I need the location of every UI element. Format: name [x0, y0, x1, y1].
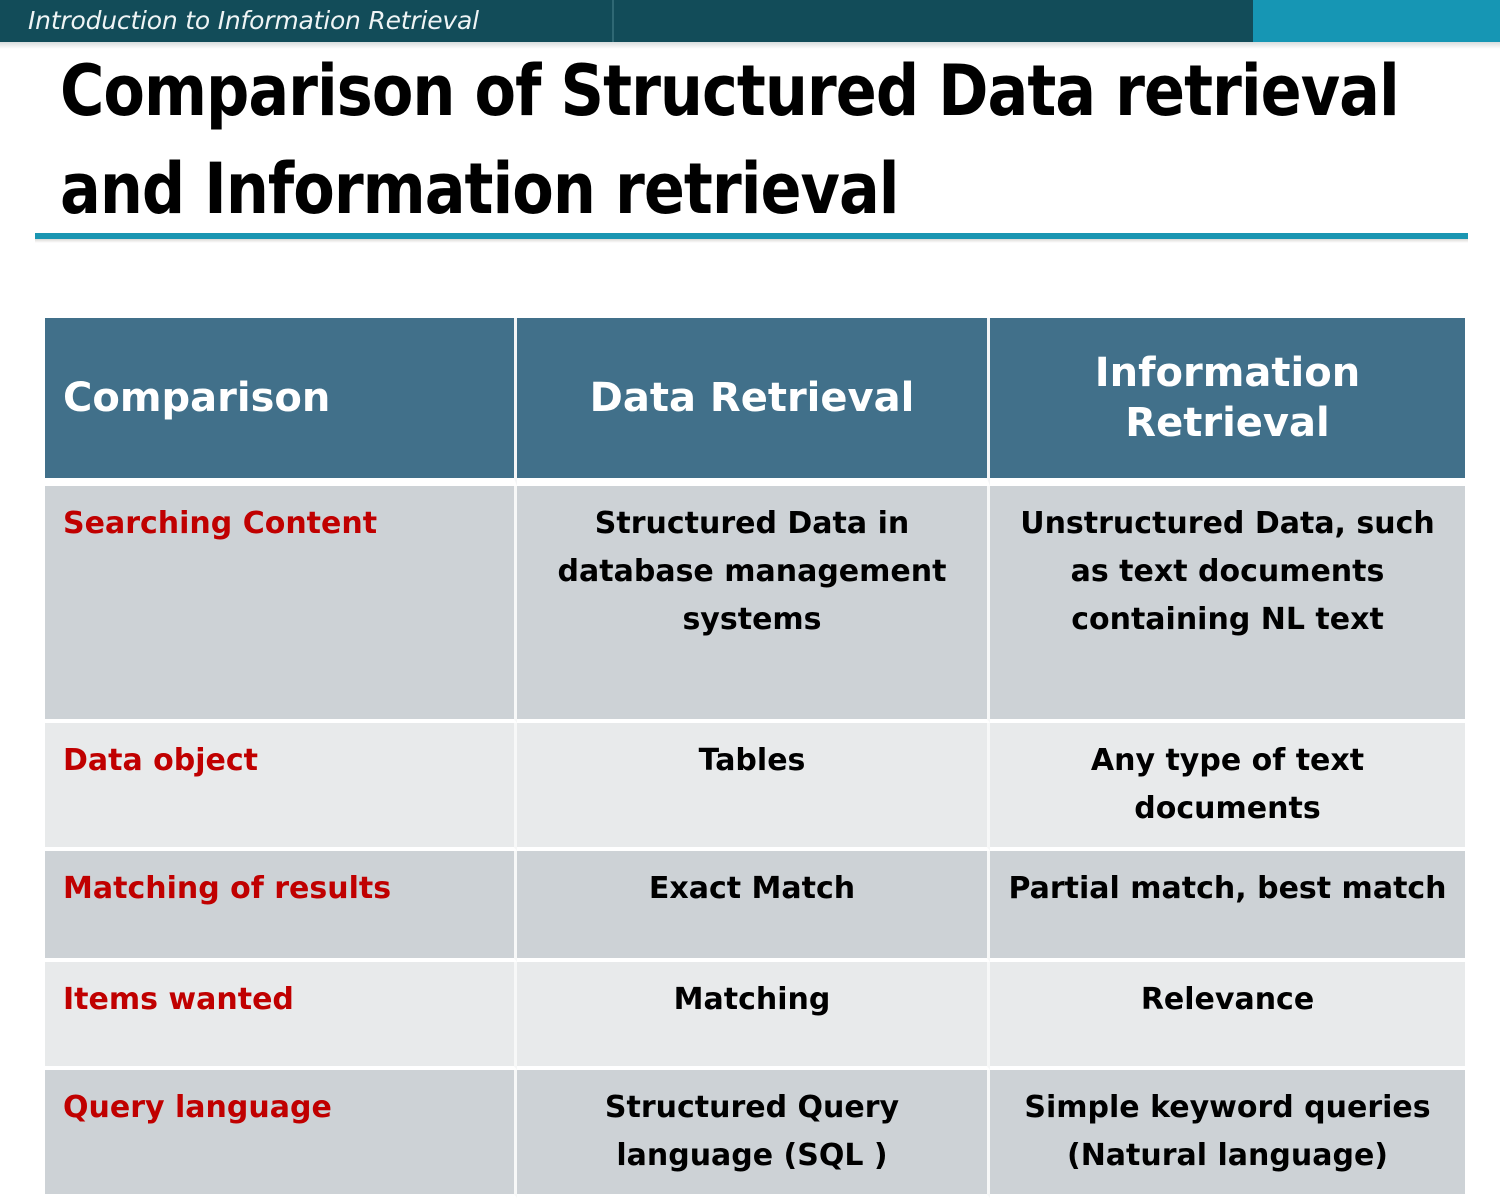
row-label-matching-of-results: Matching of results [45, 851, 517, 962]
row-label-searching-content: Searching Content [45, 486, 517, 723]
row-label-items-wanted: Items wanted [45, 962, 517, 1070]
row-label-data-object: Data object [45, 723, 517, 851]
column-header-information-retrieval: Information Retrieval [990, 318, 1465, 486]
cell-information-retrieval-searching-content: Unstructured Data, such as text document… [990, 486, 1465, 723]
cell-data-retrieval-searching-content: Structured Data in database management s… [517, 486, 990, 723]
column-header-data-retrieval: Data Retrieval [517, 318, 990, 486]
cell-information-retrieval-data-object: Any type of text documents [990, 723, 1465, 851]
header-shadow [0, 42, 1500, 49]
cell-data-retrieval-matching-of-results: Exact Match [517, 851, 990, 962]
title-underline-rule [35, 233, 1468, 239]
table-row: Data object Tables Any type of text docu… [45, 723, 1465, 851]
cell-data-retrieval-data-object: Tables [517, 723, 990, 851]
table-header: Comparison Data Retrieval Information Re… [45, 318, 1465, 486]
table-row: Query language Structured Query language… [45, 1070, 1465, 1198]
header-divider [612, 0, 614, 42]
table-row: Matching of results Exact Match Partial … [45, 851, 1465, 962]
cell-information-retrieval-query-language: Simple keyword queries (Natural language… [990, 1070, 1465, 1198]
title-underline-shadow [35, 239, 1468, 243]
table-row: Searching Content Structured Data in dat… [45, 486, 1465, 723]
header-dark-panel [0, 0, 1253, 42]
cell-information-retrieval-matching-of-results: Partial match, best match [990, 851, 1465, 962]
table-row: Items wanted Matching Relevance [45, 962, 1465, 1070]
header-accent-panel [1253, 0, 1500, 42]
cell-information-retrieval-items-wanted: Relevance [990, 962, 1465, 1070]
table-header-row: Comparison Data Retrieval Information Re… [45, 318, 1465, 486]
table-body: Searching Content Structured Data in dat… [45, 486, 1465, 1198]
cell-data-retrieval-items-wanted: Matching [517, 962, 990, 1070]
page-title: Comparison of Structured Data retrieval … [60, 50, 1400, 230]
cell-data-retrieval-query-language: Structured Query language (SQL ) [517, 1070, 990, 1198]
row-label-query-language: Query language [45, 1070, 517, 1198]
header-banner-text: Introduction to Information Retrieval [28, 6, 479, 35]
column-header-comparison: Comparison [45, 318, 517, 486]
comparison-table: Comparison Data Retrieval Information Re… [45, 318, 1465, 1198]
comparison-table-container: Comparison Data Retrieval Information Re… [45, 318, 1465, 1198]
slide-header-bar: Introduction to Information Retrieval [0, 0, 1500, 42]
